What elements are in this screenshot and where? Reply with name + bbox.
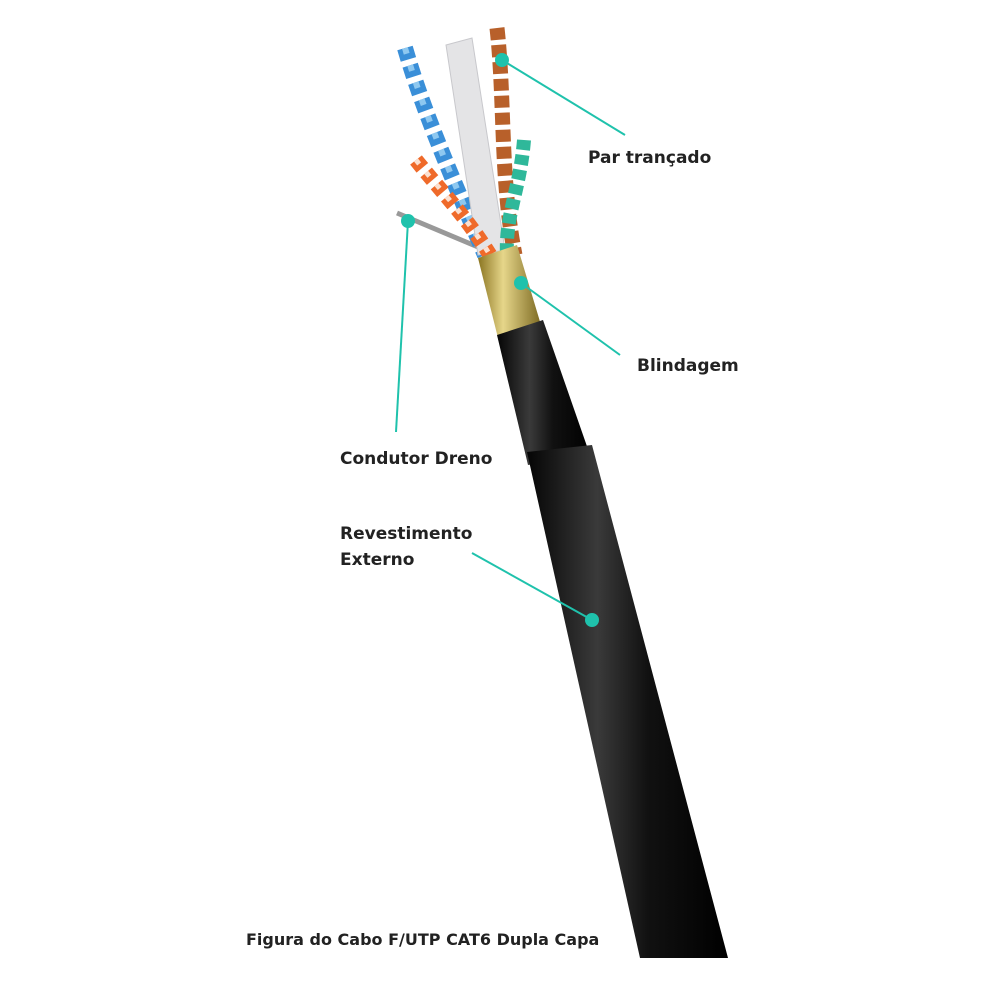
green-pair <box>499 139 531 256</box>
label-drain-wire: Condutor Dreno <box>340 449 493 469</box>
callouts <box>395 53 626 627</box>
label-twisted-pair: Par trançado <box>588 148 712 168</box>
blue-pair <box>397 45 493 259</box>
label-outer-jacket-1: Revestimento <box>340 524 473 544</box>
orange-pair <box>410 155 497 259</box>
inner-jacket <box>497 320 590 465</box>
label-shield: Blindagem <box>637 356 739 376</box>
figure-caption: Figura do Cabo F/UTP CAT6 Dupla Capa <box>246 930 600 949</box>
shield-foil <box>478 245 541 338</box>
outer-jacket <box>527 445 728 958</box>
label-outer-jacket-2: Externo <box>340 550 415 570</box>
